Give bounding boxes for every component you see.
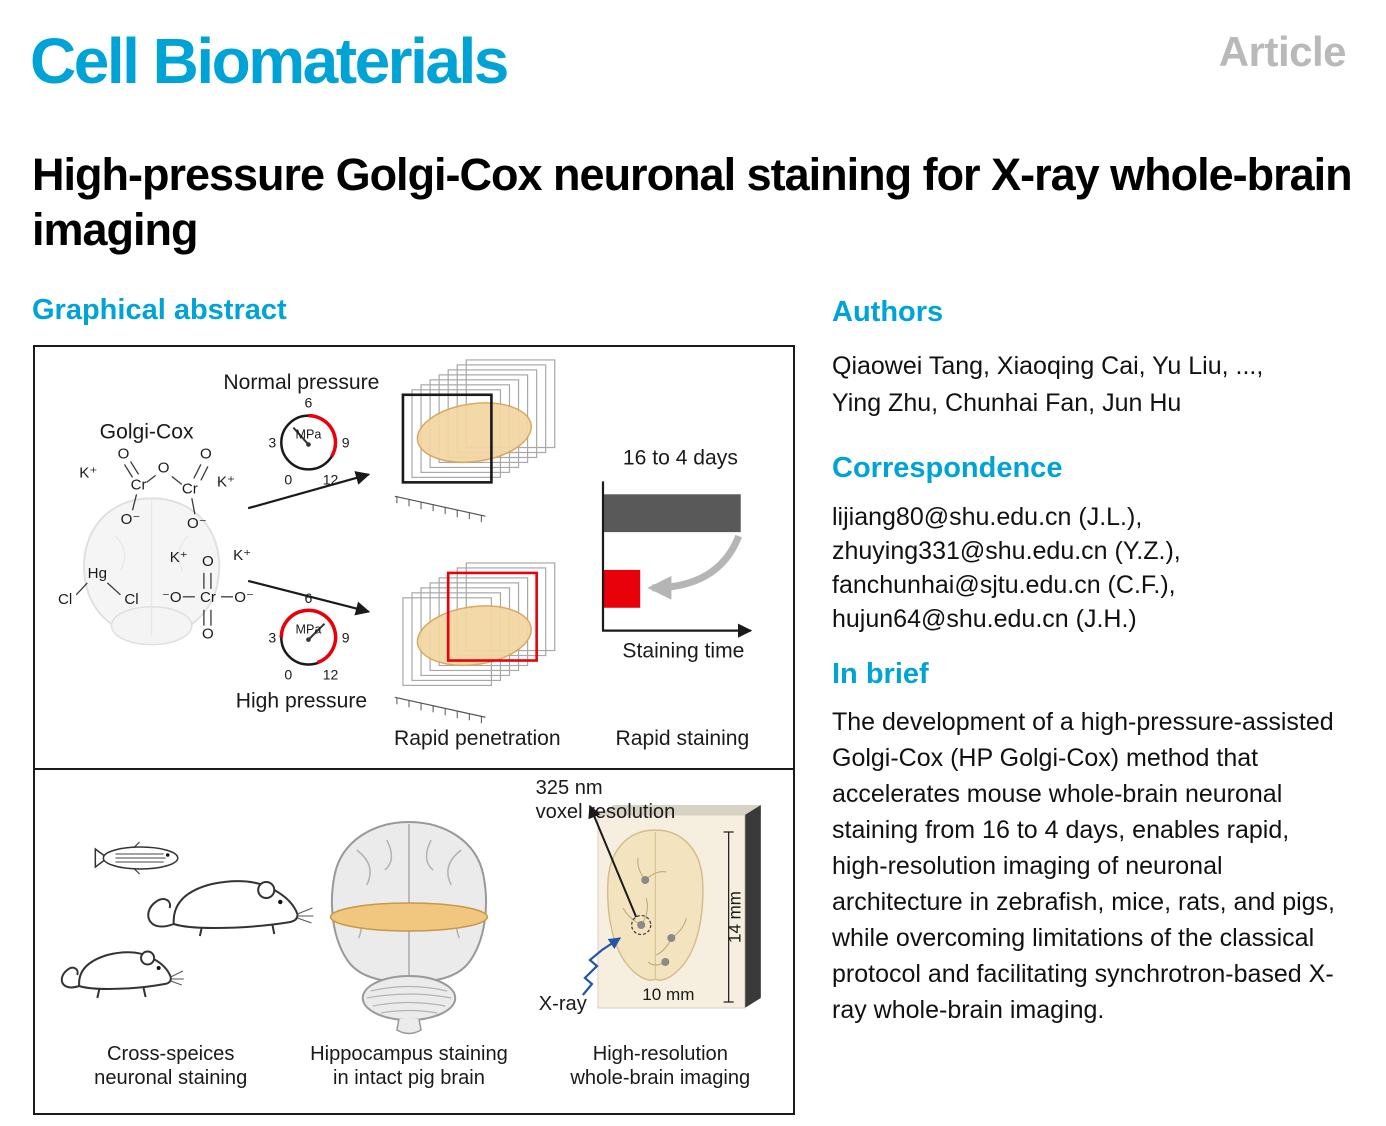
- gauge-tick-9: 9: [342, 630, 350, 646]
- atom-o: O: [200, 446, 212, 463]
- pressure-gauge-normal: MPa 6 3 9 0 12: [268, 395, 349, 488]
- correspondence-line: zhuying331@shu.edu.cn (Y.Z.),: [832, 537, 1181, 565]
- ga-bottom-panel: Cross-speices neuronal staining: [35, 770, 793, 1111]
- authors-line: Ying Zhu, Chunhai Fan, Jun Hu: [832, 389, 1182, 417]
- graphical-abstract-figure: Normal pressure High pressure Golgi-Cox …: [33, 345, 795, 1115]
- atom-cl: Cl: [124, 591, 138, 608]
- atom-o: O: [202, 553, 214, 570]
- in-brief-text: The development of a high-pressure-assis…: [832, 708, 1336, 1024]
- arrow-to-normal-stack: [247, 471, 371, 510]
- atom-cr: Cr: [200, 589, 216, 606]
- voxel-label-line2: voxel resolution: [536, 801, 676, 823]
- mouse-drawing: [60, 950, 184, 999]
- hippocampus-highlight: [329, 902, 489, 932]
- golgi-cox-label: Golgi-Cox: [100, 421, 194, 444]
- correspondence-heading: Correspondence: [832, 452, 1063, 484]
- authors-line: Qiaowei Tang, Xiaoqing Cai, Yu Liu, ...,: [832, 352, 1264, 380]
- correspondence-line: fanchunhai@sjtu.edu.cn (C.F.),: [832, 571, 1176, 599]
- gauge-tick-0: 0: [284, 471, 292, 487]
- rapid-staining-caption: Rapid staining: [616, 727, 750, 750]
- correspondence-line: lijiang80@shu.edu.cn (J.L.),: [832, 503, 1143, 531]
- atom-k: K⁺: [170, 549, 188, 566]
- atom-o: O: [202, 626, 214, 643]
- dim-width-label: 10 mm: [642, 985, 694, 1004]
- pig-caption-line2: in intact pig brain: [333, 1067, 485, 1089]
- correspondence-line: hujun64@shu.edu.cn (J.H.): [832, 605, 1137, 633]
- pressure-gauge-high: MPa 6 3 9 0 12: [268, 590, 349, 683]
- gauge-tick-3: 3: [268, 435, 276, 451]
- atom-k: K⁺: [233, 547, 251, 564]
- gauge-tick-6: 6: [305, 395, 313, 411]
- xray-beam-arrow: [582, 937, 622, 996]
- arrow-to-high-stack: [247, 579, 371, 616]
- mouse-brain-sketch: [83, 497, 221, 646]
- imaging-caption-line2: whole-brain imaging: [569, 1067, 750, 1089]
- species-caption-line1: Cross-speices: [107, 1043, 234, 1065]
- xray-label: X-ray: [539, 993, 587, 1015]
- atom-cl: Cl: [58, 591, 72, 608]
- gauge-tick-9: 9: [342, 435, 350, 451]
- atom-k: K⁺: [79, 464, 97, 481]
- voxel-label-line1: 325 nm: [536, 777, 603, 799]
- normal-pressure-label: Normal pressure: [223, 371, 379, 394]
- atom-o-minus: O⁻: [234, 589, 254, 606]
- atom-o: O: [118, 446, 130, 463]
- ga-top-panel: Normal pressure High pressure Golgi-Cox …: [35, 347, 793, 770]
- atom-o-minus: O⁻: [121, 511, 141, 528]
- atom-o-minus: O⁻: [187, 515, 207, 532]
- gauge-unit: MPa: [296, 428, 322, 442]
- gauge-unit: MPa: [296, 623, 322, 637]
- article-type-label: Article: [1218, 28, 1347, 75]
- high-pressure-label: High pressure: [236, 689, 367, 712]
- staining-time-label: Staining time: [622, 640, 744, 663]
- atom-cr: Cr: [131, 476, 147, 493]
- gauge-tick-3: 3: [268, 630, 276, 646]
- rat-drawing: [147, 880, 314, 937]
- gauge-tick-0: 0: [284, 666, 292, 682]
- journal-logo: Cell Biomaterials: [30, 25, 509, 97]
- slice-stack-high: [394, 562, 556, 724]
- correspondence-text: lijiang80@shu.edu.cn (J.L.), zhuying331@…: [832, 500, 1181, 636]
- authors-heading: Authors: [832, 296, 944, 328]
- atom-cr: Cr: [182, 480, 198, 497]
- voxel-target-circle: [630, 914, 652, 936]
- rapid-penetration-caption: Rapid penetration: [394, 727, 561, 750]
- staining-time-chart: 16 to 4 days Staining time: [601, 447, 753, 663]
- species-caption-line2: neuronal staining: [94, 1067, 247, 1089]
- graphical-abstract-heading: Graphical abstract: [32, 294, 287, 326]
- bar-4-days: [604, 569, 641, 608]
- authors-text: Qiaowei Tang, Xiaoqing Cai, Yu Liu, ...,…: [832, 348, 1263, 422]
- ga-top-illustration: Normal pressure High pressure Golgi-Cox …: [58, 359, 753, 750]
- whole-brain-imaging-slab: 14 mm 10 mm: [588, 804, 761, 1009]
- right-column: Authors Qiaowei Tang, Xiaoqing Cai, Yu L…: [832, 0, 1357, 1126]
- atom-o-minus: ⁻O: [162, 589, 182, 606]
- article-title: High-pressure Golgi-Cox neuronal stainin…: [32, 149, 1353, 255]
- zebrafish-drawing: [94, 841, 179, 875]
- gauge-tick-12: 12: [323, 666, 339, 682]
- voxel-pointer-arrow: [588, 804, 638, 918]
- height-dimension-line: [723, 831, 734, 1003]
- reduction-swoosh-arrow: [647, 534, 742, 600]
- days-label: 16 to 4 days: [623, 447, 738, 470]
- atom-o: O: [158, 459, 170, 476]
- imaging-caption-line1: High-resolution: [593, 1043, 728, 1065]
- in-brief-heading: In brief: [832, 658, 929, 690]
- pig-brain-drawing: [329, 820, 489, 1035]
- dim-height-label: 14 mm: [726, 891, 745, 943]
- atom-hg: Hg: [88, 565, 107, 582]
- gauge-tick-6: 6: [305, 590, 313, 606]
- atom-k: K⁺: [217, 473, 235, 490]
- slice-stack-normal: [394, 359, 556, 523]
- golgi-cox-chemistry: K⁺ K⁺ O Cr O Cr O O⁻ O⁻ Hg Cl Cl K⁺ K⁺ ⁻…: [58, 446, 254, 643]
- bar-16-days: [604, 494, 741, 533]
- pig-caption-line1: Hippocampus staining: [310, 1043, 508, 1065]
- ga-bottom-illustration: Cross-speices neuronal staining: [60, 777, 761, 1089]
